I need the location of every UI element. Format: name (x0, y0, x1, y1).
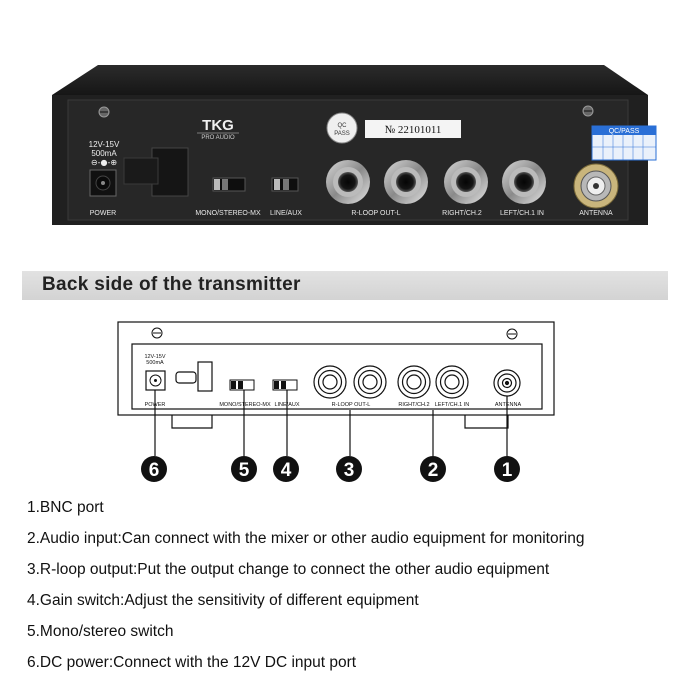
svg-text:QC: QC (338, 123, 348, 129)
diagram-line-aux-switch (272, 379, 298, 391)
qc-stamp (326, 112, 358, 144)
svg-text:4: 4 (281, 460, 292, 481)
mono-stereo-switch (212, 177, 246, 192)
diagram-power-current: 500mA (146, 360, 164, 366)
diagram-label-left-ch1: LEFT/CH.1 IN (435, 402, 470, 408)
diagram-power-switch (197, 361, 213, 392)
description-mono-stereo-switch: 5.Mono/stereo switch (27, 623, 174, 640)
photo-label-left-ch1: LEFT/CH.1 IN (500, 210, 544, 217)
description-dc-power: 6.DC power:Connect with the 12V DC input… (27, 654, 357, 671)
callout-1: 1 (494, 456, 520, 482)
diagram-screw-right (506, 328, 518, 340)
power-rating: 12V-15V (89, 140, 120, 149)
svg-text:5: 5 (239, 460, 250, 481)
svg-text:2: 2 (428, 460, 439, 481)
callout-3: 3 (336, 456, 362, 482)
diagram-bnc-port (493, 369, 521, 397)
r-loop-jack-left (326, 160, 370, 204)
description-audio-input: 2.Audio input:Can connect with the mixer… (27, 530, 585, 547)
serial-number: № 22101011 (385, 124, 442, 136)
bnc-antenna-port (573, 163, 619, 209)
diagram-right-ch2-jack (397, 365, 431, 399)
svg-text:PASS: PASS (334, 131, 350, 137)
diagram-label-r-loop: R-LOOP OUT-L (332, 402, 371, 408)
r-loop-jack-right (384, 160, 428, 204)
diagram-r-loop-jack-right (353, 365, 387, 399)
device-photo: TKG PRO AUDIO 12V-15V 500mA ⊖-●-⊕ QC PAS… (52, 65, 657, 225)
description-bnc-port: 1.BNC port (27, 499, 104, 516)
description-r-loop-output: 3.R-loop output:Put the output change to… (27, 561, 550, 578)
diagram-screw-left (151, 327, 163, 339)
photo-label-right-ch2: RIGHT/CH.2 (442, 210, 482, 217)
right-ch2-jack (444, 160, 488, 204)
description-gain-switch: 4.Gain switch:Adjust the sensitivity of … (27, 592, 419, 609)
power-current: 500mA (91, 149, 117, 158)
diagram-label-right-ch2: RIGHT/CH.2 (398, 402, 429, 408)
chassis-top (52, 65, 648, 95)
diagram-outer-frame (117, 321, 555, 416)
callout-4: 4 (273, 456, 299, 482)
brand-logo: TKG (202, 117, 234, 134)
callout-2: 2 (420, 456, 446, 482)
diagram-mono-stereo-switch (229, 379, 255, 391)
diagram-power-rating: 12V-15V (144, 354, 165, 360)
polarity-icon: ⊖-●-⊕ (91, 158, 117, 167)
photo-label-power: POWER (90, 210, 116, 217)
banner-title: Back side of the transmitter (42, 274, 301, 295)
section-banner: Back side of the transmitter (22, 271, 668, 300)
photo-label-line-aux: LINE/AUX (270, 210, 302, 217)
diagram-inner-frame (131, 343, 543, 410)
svg-text:6: 6 (149, 460, 160, 481)
callout-6: 6 (141, 456, 167, 482)
svg-text:3: 3 (344, 460, 355, 481)
diagram-label-mono-stereo: MONO/STEREO-MX (219, 402, 271, 408)
diagram-r-loop-jack-left (313, 365, 347, 399)
diagram-power-switch-cap (175, 371, 197, 384)
port-description-list: 1.BNC port 2.Audio input:Can connect wit… (27, 497, 697, 683)
left-ch1-jack (502, 160, 546, 204)
back-panel-diagram: 12V-15V 500mA POWER MONO/STEREO-MX LINE/… (117, 321, 555, 482)
diagram-left-ch1-jack (435, 365, 469, 399)
diagram-label-antenna: ANTENNA (495, 402, 522, 408)
serial-sticker (365, 120, 461, 138)
photo-label-mono-stereo: MONO/STEREO-MX (195, 210, 261, 217)
svg-text:1: 1 (502, 460, 513, 481)
photo-label-antenna: ANTENNA (579, 210, 613, 217)
diagram-dc-jack (145, 370, 166, 391)
brand-subtitle: PRO AUDIO (201, 135, 235, 141)
photo-label-r-loop: R-LOOP OUT-L (351, 210, 400, 217)
callout-5: 5 (231, 456, 257, 482)
svg-text:QC/PASS: QC/PASS (609, 128, 640, 135)
